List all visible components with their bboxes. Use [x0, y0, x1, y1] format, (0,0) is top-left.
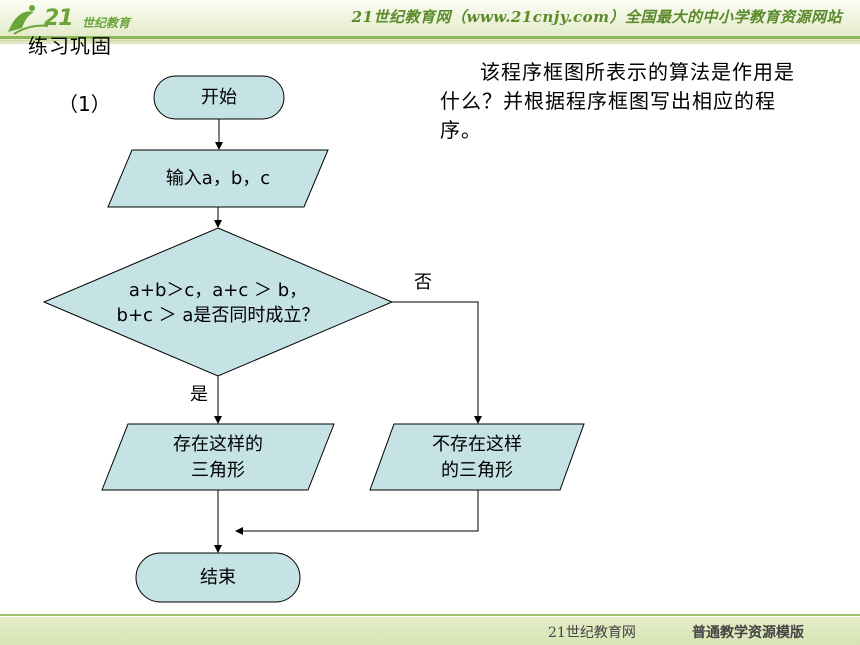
question-text: 该程序框图所表示的算法是作用是什么？并根据程序框图写出相应的程序。: [440, 60, 795, 142]
site-banner-text: 21世纪教育网（www.21cnjy.com）全国最大的中小学教育资源网站: [351, 8, 842, 26]
no-branch-label: 否: [414, 272, 432, 293]
no-output-parallelogram: [369, 423, 585, 491]
start-label: 开始: [201, 87, 237, 108]
logo-number: 21: [44, 6, 74, 31]
footer-divider: [0, 614, 860, 616]
yes-output-label-line2: 三角形: [191, 460, 245, 481]
site-logo: 21 世纪教育: [4, 2, 154, 36]
input-label: 输入a，b，c: [165, 168, 271, 189]
input-parallelogram: [107, 149, 329, 208]
footer-template-name: 普通教学资源模版: [692, 625, 804, 641]
item-number: （1）: [58, 92, 111, 116]
no-output-label-line1: 不存在这样: [432, 434, 522, 455]
end-terminal: [135, 552, 301, 603]
logo-swoosh-icon: [8, 5, 49, 35]
edge-decision-no: [392, 301, 482, 424]
no-output-label-line2: 的三角形: [441, 460, 513, 481]
logo-subtitle: 世纪教育: [82, 16, 131, 30]
yes-output-label-line1: 存在这样的: [173, 434, 263, 455]
edge-no-merge: [235, 490, 479, 535]
decision-label-line2: b+c ＞ a是否同时成立？: [116, 305, 320, 326]
footer-banner: [0, 617, 860, 645]
header-divider: [0, 36, 860, 39]
footer-site-name: 21世纪教育网: [548, 625, 636, 641]
section-title: 练习巩固: [28, 34, 112, 58]
yes-output-parallelogram: [101, 423, 335, 491]
yes-branch-label: 是: [190, 384, 208, 405]
end-label: 结束: [200, 567, 236, 588]
decision-label-line1: a+b＞c，a+c ＞ b，: [128, 280, 308, 301]
header-divider-thin: [0, 40, 860, 41]
